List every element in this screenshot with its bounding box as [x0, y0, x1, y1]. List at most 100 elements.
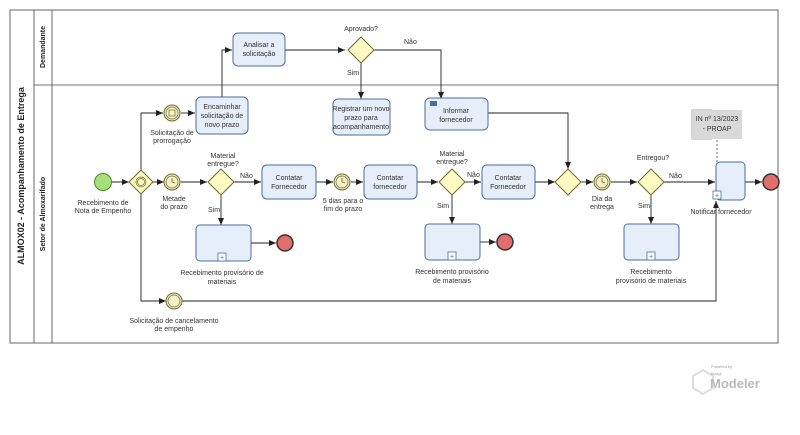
svg-text:entregue?: entregue?	[207, 161, 239, 168]
envelope-icon	[430, 101, 437, 106]
clock-icon	[601, 178, 606, 184]
svg-text:acompanhamento: acompanhamento	[333, 124, 389, 131]
gateway-entregou[interactable]: Entregou?	[637, 155, 669, 196]
gateway-material-1[interactable]: Material entregue?	[207, 153, 239, 196]
subprocess-recebimento-2[interactable]: + Recebimento provisório de materiais	[415, 223, 489, 285]
svg-text:Material: Material	[211, 153, 236, 160]
svg-text:Solicitação de cancelamento: Solicitação de cancelamento	[129, 318, 218, 325]
gateway-event-based[interactable]	[128, 169, 154, 195]
flow-label-nao-2: Não	[467, 172, 480, 179]
task-encaminhar[interactable]: Encaminhar solicitação de novo prazo	[195, 96, 249, 135]
subprocess-marker-icon	[447, 251, 457, 261]
svg-text:Powered by: Powered by	[711, 364, 732, 369]
pool-title: ALMOX02 - Acompanhamento de Entrega	[16, 86, 26, 265]
end-event-3[interactable]	[762, 173, 780, 191]
svg-text:prorrogação: prorrogação	[153, 138, 191, 145]
svg-text:bizagi: bizagi	[711, 371, 722, 376]
svg-text:prazo para: prazo para	[344, 115, 378, 122]
subprocess-marker-icon	[217, 252, 227, 262]
end-event-2[interactable]	[496, 233, 514, 251]
svg-text:+: +	[220, 255, 224, 262]
svg-text:entrega: entrega	[590, 204, 614, 211]
event-cancelamento[interactable]: Solicitação de cancelamento de empenho	[129, 292, 219, 333]
task-informar[interactable]: Informar fornecedor	[424, 97, 489, 131]
svg-text:de materiais: de materiais	[433, 278, 472, 285]
end-event-1[interactable]	[276, 234, 294, 252]
svg-text:novo prazo: novo prazo	[205, 122, 240, 129]
svg-text:Entregou?: Entregou?	[637, 155, 669, 162]
timer-event-metade[interactable]: Metade do prazo	[160, 173, 188, 211]
task-notificar[interactable]: + Notificar fornecedor	[690, 161, 752, 216]
svg-text:fornecedor: fornecedor	[439, 117, 473, 124]
flow-label-sim-3: Sim	[638, 203, 650, 210]
svg-text:Contatar: Contatar	[495, 175, 523, 182]
timer-event-dia-entrega[interactable]: Dia da entrega	[590, 173, 614, 211]
annotation-line-2: - PROAP	[703, 126, 732, 133]
svg-text:fim do prazo: fim do prazo	[324, 206, 363, 213]
bizagi-watermark: Powered by bizagi Modeler	[692, 364, 760, 396]
svg-text:Encaminhar: Encaminhar	[203, 104, 241, 111]
svg-text:Aprovado?: Aprovado?	[344, 26, 378, 33]
flow-label-nao-aprovado: Não	[404, 39, 417, 46]
gateway-merge[interactable]	[554, 168, 582, 196]
flow-label-nao-3: Não	[669, 173, 682, 180]
annotation-line-1: IN nº 13/2023	[696, 116, 739, 123]
subprocess-marker-icon	[646, 251, 656, 261]
flow-label-nao-1: Não	[240, 173, 253, 180]
svg-text:Modeler: Modeler	[710, 376, 760, 391]
svg-text:+: +	[715, 193, 719, 200]
task-contatar-2[interactable]: Contatar fornecedor	[363, 164, 418, 200]
svg-text:materiais: materiais	[208, 279, 237, 286]
svg-text:Nota de Empenho: Nota de Empenho	[75, 208, 132, 215]
annotation-box	[692, 110, 742, 139]
task-contatar-1[interactable]: Contatar Fornecedor	[261, 164, 317, 200]
lane-title-demandante: Demandante	[40, 26, 47, 68]
subprocess-recebimento-1[interactable]: + Recebimento provisório de materiais	[180, 224, 264, 286]
svg-text:+: +	[649, 254, 653, 261]
svg-text:Contatar: Contatar	[276, 175, 304, 182]
svg-text:solicitação: solicitação	[243, 51, 276, 58]
clock-icon	[341, 178, 346, 184]
bizagi-logo-icon	[692, 368, 714, 396]
svg-text:entregue?: entregue?	[436, 159, 468, 166]
svg-text:Recebimento provisório: Recebimento provisório	[415, 269, 489, 276]
message-icon	[168, 109, 176, 117]
flow-label-sim-2: Sim	[437, 203, 449, 210]
svg-text:Dia da: Dia da	[592, 196, 612, 203]
svg-text:do prazo: do prazo	[160, 204, 187, 211]
task-registrar[interactable]: Registrar um novo prazo para acompanhame…	[332, 98, 391, 136]
svg-text:+: +	[450, 254, 454, 261]
svg-text:Material: Material	[440, 151, 465, 158]
svg-text:de empenho: de empenho	[155, 326, 194, 333]
start-event[interactable]: Recebimento de Nota de Empenho	[75, 173, 132, 216]
svg-text:Recebimento provisório de: Recebimento provisório de	[180, 270, 263, 277]
lane-title-almoxarifado: Setor de Almoxarifado	[40, 177, 47, 251]
svg-text:Recebimento de: Recebimento de	[78, 200, 129, 207]
svg-text:Analisar a: Analisar a	[243, 42, 274, 49]
sequence-flows	[112, 47, 762, 304]
svg-text:Fornecedor: Fornecedor	[271, 184, 307, 191]
flow-label-sim-aprovado: Sim	[347, 70, 359, 77]
svg-text:Solicitação de: Solicitação de	[150, 130, 194, 137]
svg-text:5 dias para o: 5 dias para o	[323, 198, 364, 205]
flow-label-sim-1: Sim	[208, 207, 220, 214]
svg-text:fornecedor: fornecedor	[373, 184, 407, 191]
svg-text:Recebimento: Recebimento	[630, 269, 671, 276]
gateway-material-2[interactable]: Material entregue?	[436, 151, 468, 196]
svg-text:provisório de materiais: provisório de materiais	[616, 278, 687, 285]
svg-text:Notificar fornecedor: Notificar fornecedor	[690, 209, 752, 216]
svg-text:Metade: Metade	[162, 196, 185, 203]
timer-event-5-dias[interactable]: 5 dias para o fim do prazo	[323, 173, 364, 213]
event-prorrogacao[interactable]: Solicitação de prorrogação	[150, 104, 194, 145]
subprocess-marker-icon	[712, 190, 722, 200]
task-contatar-3[interactable]: Contatar Fornecedor	[481, 164, 536, 200]
svg-text:Registrar um novo: Registrar um novo	[332, 106, 389, 113]
svg-text:Fornecedor: Fornecedor	[490, 184, 526, 191]
subprocess-recebimento-3[interactable]: + Recebimento provisório de materiais	[616, 223, 687, 285]
svg-text:Informar: Informar	[443, 108, 470, 115]
gateway-aprovado[interactable]: Aprovado?	[344, 26, 378, 64]
task-analisar[interactable]: Analisar a solicitação	[232, 32, 286, 67]
clock-icon	[171, 178, 176, 184]
svg-text:solicitação de: solicitação de	[201, 113, 244, 120]
